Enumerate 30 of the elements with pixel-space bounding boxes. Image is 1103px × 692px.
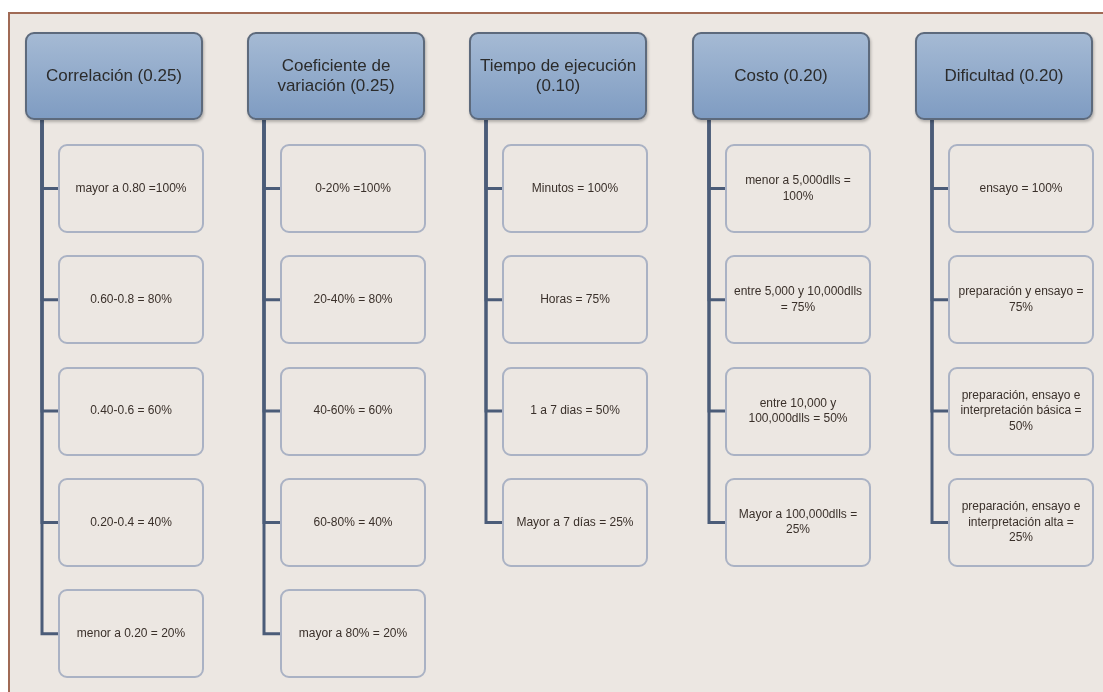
score-box: mayor a 0.80 =100% (58, 144, 204, 233)
connector-line (484, 120, 502, 524)
score-box: ensayo = 100% (948, 144, 1094, 233)
score-box: mayor a 80% = 20% (280, 589, 426, 679)
connector-line (930, 120, 948, 524)
score-box: preparación, ensayo e interpretación básica = 50% (948, 366, 1094, 456)
score-box: preparación, ensayo e interpretación alta = 25% (948, 477, 1094, 567)
score-box: Minutos = 100% (502, 144, 648, 233)
criterion-box: Tiempo de ejecución (0.10) (469, 32, 647, 120)
score-box: menor a 5,000dlls = 100% (725, 144, 871, 233)
score-box: 0-20% =100% (280, 144, 426, 233)
score-box: 0.40-0.6 = 60% (58, 366, 204, 456)
criterion-box: Coeficiente de variación (0.25) (247, 32, 425, 120)
criterion-box: Costo (0.20) (692, 32, 870, 120)
score-box: entre 5,000 y 10,000dlls = 75% (725, 255, 871, 345)
score-box: Mayor a 100,000dlls = 25% (725, 477, 871, 567)
score-box: 60-80% = 40% (280, 477, 426, 567)
score-box: entre 10,000 y 100,000dlls = 50% (725, 366, 871, 456)
connector-line (707, 120, 725, 524)
criterion-box: Dificultad (0.20) (915, 32, 1093, 120)
score-box: Mayor a 7 días = 25% (502, 477, 648, 567)
criterion-box: Correlación (0.25) (25, 32, 203, 120)
score-box: preparación y ensayo = 75% (948, 255, 1094, 345)
score-box: 0.20-0.4 = 40% (58, 477, 204, 567)
score-box: 1 a 7 dias = 50% (502, 366, 648, 456)
score-box: menor a 0.20 = 20% (58, 589, 204, 679)
score-box: 20-40% = 80% (280, 255, 426, 345)
score-box: Horas = 75% (502, 255, 648, 345)
score-box: 40-60% = 60% (280, 366, 426, 456)
score-box: 0.60-0.8 = 80% (58, 255, 204, 345)
